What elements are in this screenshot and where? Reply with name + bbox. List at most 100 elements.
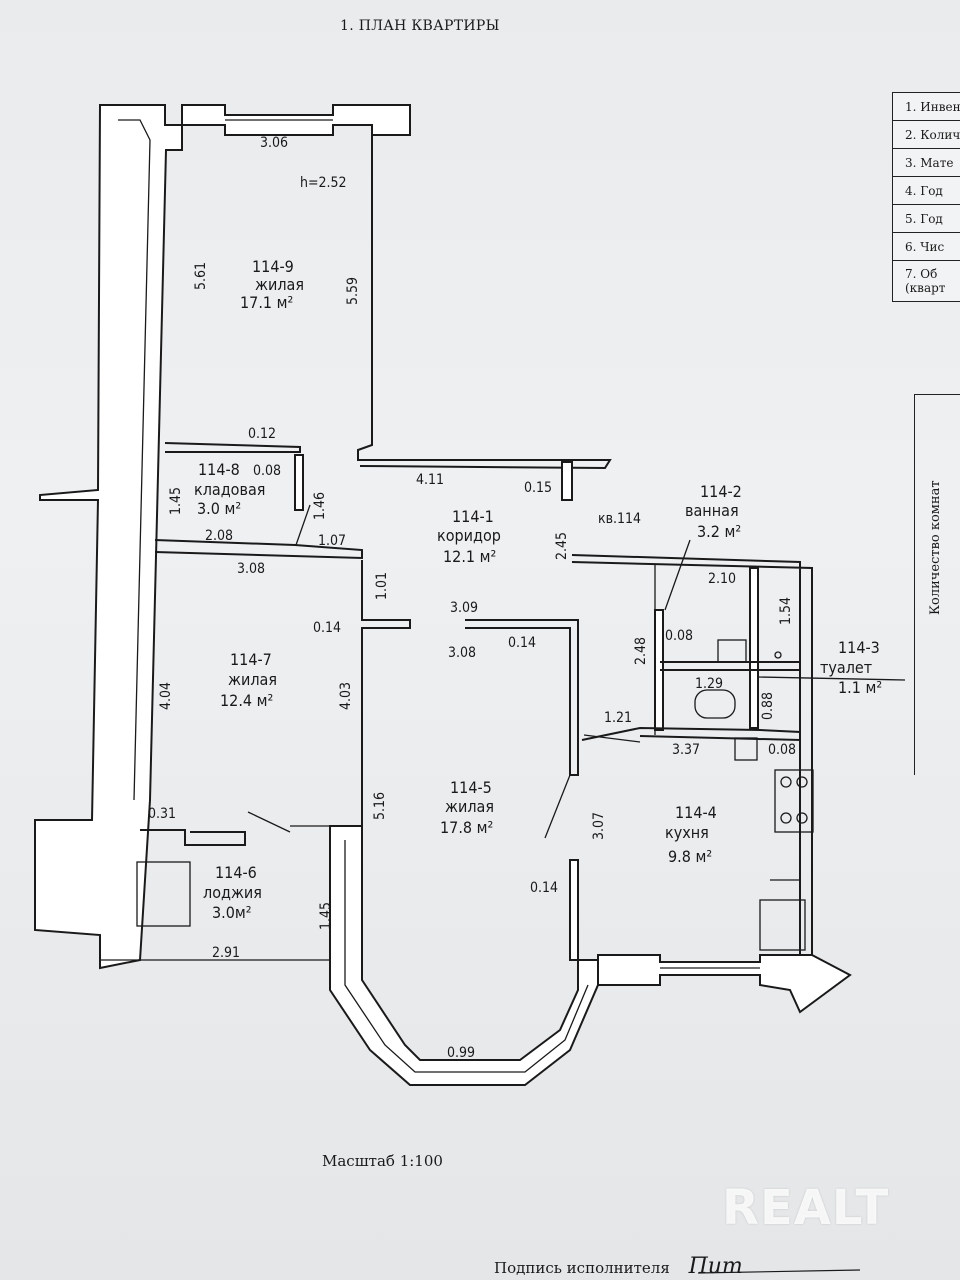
svg-text:жилая: жилая bbox=[445, 797, 494, 816]
table-row: 7. Об (кварт bbox=[892, 260, 960, 302]
bath-door bbox=[664, 539, 691, 611]
passport-table: 1. Инвен 2. Колич 3. Мате 4. Год 5. Год … bbox=[892, 92, 960, 302]
dim-label: 1.21 bbox=[604, 710, 632, 726]
svg-text:ванная: ванная bbox=[685, 501, 739, 520]
drain-fixture bbox=[774, 651, 782, 659]
dim-label: 4.11 bbox=[416, 472, 444, 488]
svg-text:12.4 м²: 12.4 м² bbox=[220, 691, 273, 710]
svg-text:9.8 м²: 9.8 м² bbox=[668, 847, 712, 866]
dim-label: 1.29 bbox=[695, 676, 723, 692]
room-label-114-8: 114-8 кладовая 3.0 м² bbox=[194, 460, 265, 518]
room-label-114-4: 114-4 кухня 9.8 м² bbox=[665, 803, 717, 866]
svg-text:12.1 м²: 12.1 м² bbox=[443, 547, 496, 566]
dim-label: 0.14 bbox=[508, 635, 536, 651]
dim-label: 2.08 bbox=[205, 528, 233, 544]
kitchen-door bbox=[583, 734, 641, 743]
scale-label: Масштаб 1:100 bbox=[322, 1152, 443, 1170]
dim-label: 0.15 bbox=[524, 480, 552, 496]
svg-text:17.1 м²: 17.1 м² bbox=[240, 293, 293, 312]
wall-inner-line bbox=[118, 119, 151, 801]
bay-window-wall bbox=[329, 825, 599, 1086]
dim-label: 2.45 bbox=[554, 532, 570, 560]
rooms-count-header: Количество комнат bbox=[928, 480, 943, 615]
loggia-door bbox=[247, 811, 291, 833]
table-row: 4. Год bbox=[892, 176, 960, 205]
dim-label: 2.10 bbox=[708, 571, 736, 587]
kitchen-top-wall bbox=[581, 726, 801, 742]
signature-line bbox=[697, 1269, 861, 1274]
rooms-table bbox=[914, 394, 960, 775]
toilet-leader-line bbox=[757, 676, 906, 681]
svg-text:114-4: 114-4 bbox=[675, 803, 717, 822]
fridge bbox=[759, 899, 806, 951]
svg-text:114-6: 114-6 bbox=[215, 863, 257, 882]
page-title: 1. ПЛАН КВАРТИРЫ bbox=[340, 18, 500, 34]
svg-text:жилая: жилая bbox=[228, 670, 277, 689]
room5-right-wall bbox=[465, 619, 579, 776]
dim-label: 5.16 bbox=[372, 792, 388, 820]
table-row: 1. Инвен bbox=[892, 92, 960, 121]
ceiling-height: h=2.52 bbox=[300, 175, 347, 191]
svg-text:туалет: туалет bbox=[820, 658, 872, 677]
corridor-partition bbox=[561, 461, 573, 501]
svg-text:3.0 м²: 3.0 м² bbox=[197, 499, 241, 518]
table-row: 5. Год bbox=[892, 204, 960, 233]
dim-label: 2.91 bbox=[212, 945, 240, 961]
dim-label: 0.08 bbox=[665, 628, 693, 644]
room-label-114-3: 114-3 туалет 1.1 м² bbox=[820, 638, 882, 697]
closet-door-jamb bbox=[294, 454, 304, 511]
dim-label: 3.37 bbox=[672, 742, 700, 758]
apartment-number: кв.114 bbox=[598, 511, 641, 527]
dim-label: 1.01 bbox=[374, 572, 390, 600]
room-label-114-1: 114-1 коридор 12.1 м² bbox=[437, 507, 501, 566]
dim-label: 1.54 bbox=[778, 597, 794, 625]
sink-fixture bbox=[717, 639, 747, 663]
svg-text:3.0м²: 3.0м² bbox=[212, 903, 252, 922]
svg-text:кухня: кухня bbox=[665, 823, 709, 842]
dim-label: 3.09 bbox=[450, 600, 478, 616]
bay-window-glass bbox=[344, 840, 589, 1073]
dim-label: 0.31 bbox=[148, 806, 176, 822]
dim-label: 0.99 bbox=[447, 1045, 475, 1061]
svg-text:114-9: 114-9 bbox=[252, 257, 294, 276]
dim-label: 0.12 bbox=[248, 426, 276, 442]
dim-label: 1.45 bbox=[318, 902, 334, 930]
kitchen-left-wall bbox=[569, 859, 579, 961]
room-label-114-6: 114-6 лоджия 3.0м² bbox=[203, 863, 262, 922]
room5-door bbox=[544, 774, 571, 839]
realt-watermark-logo: REALT bbox=[722, 1180, 890, 1236]
table-row: 3. Мате bbox=[892, 148, 960, 177]
dim-label: 3.08 bbox=[448, 645, 476, 661]
dim-label: 4.04 bbox=[158, 682, 174, 710]
room-label-114-2: 114-2 ванная 3.2 м² bbox=[685, 482, 742, 541]
toilet-top-wall bbox=[660, 661, 801, 671]
room-label-114-7: 114-7 жилая 12.4 м² bbox=[220, 650, 277, 710]
table-row: 6. Чис bbox=[892, 232, 960, 261]
dim-label: 5.59 bbox=[345, 277, 361, 305]
dim-label: 0.08 bbox=[768, 742, 796, 758]
svg-text:114-1: 114-1 bbox=[452, 507, 494, 526]
dim-label: 1.07 bbox=[318, 533, 346, 549]
room9-right-wall bbox=[357, 135, 612, 470]
dim-label: 3.06 bbox=[260, 135, 288, 151]
svg-text:114-7: 114-7 bbox=[230, 650, 272, 669]
toilet-partition bbox=[749, 567, 759, 729]
dim-label: 3.07 bbox=[591, 812, 607, 840]
closet-bottom-wall bbox=[154, 539, 363, 560]
loggia-top-wall bbox=[140, 829, 246, 846]
signature-caption: Подпись исполнителя bbox=[494, 1259, 670, 1277]
loggia-fixture bbox=[136, 861, 191, 927]
toilet-bowl bbox=[694, 689, 736, 719]
dim-label: 1.45 bbox=[168, 487, 184, 515]
dim-label: 2.48 bbox=[633, 637, 649, 665]
svg-text:114-8: 114-8 bbox=[198, 460, 240, 479]
dim-label: 0.08 bbox=[253, 463, 281, 479]
closet-top-wall bbox=[164, 442, 301, 453]
dim-label: 4.03 bbox=[338, 682, 354, 710]
signature-label: Подпись исполнителя Пит bbox=[494, 1254, 743, 1279]
dim-label: 0.88 bbox=[760, 692, 776, 720]
svg-text:114-3: 114-3 bbox=[838, 638, 880, 657]
closet-door bbox=[295, 504, 311, 546]
